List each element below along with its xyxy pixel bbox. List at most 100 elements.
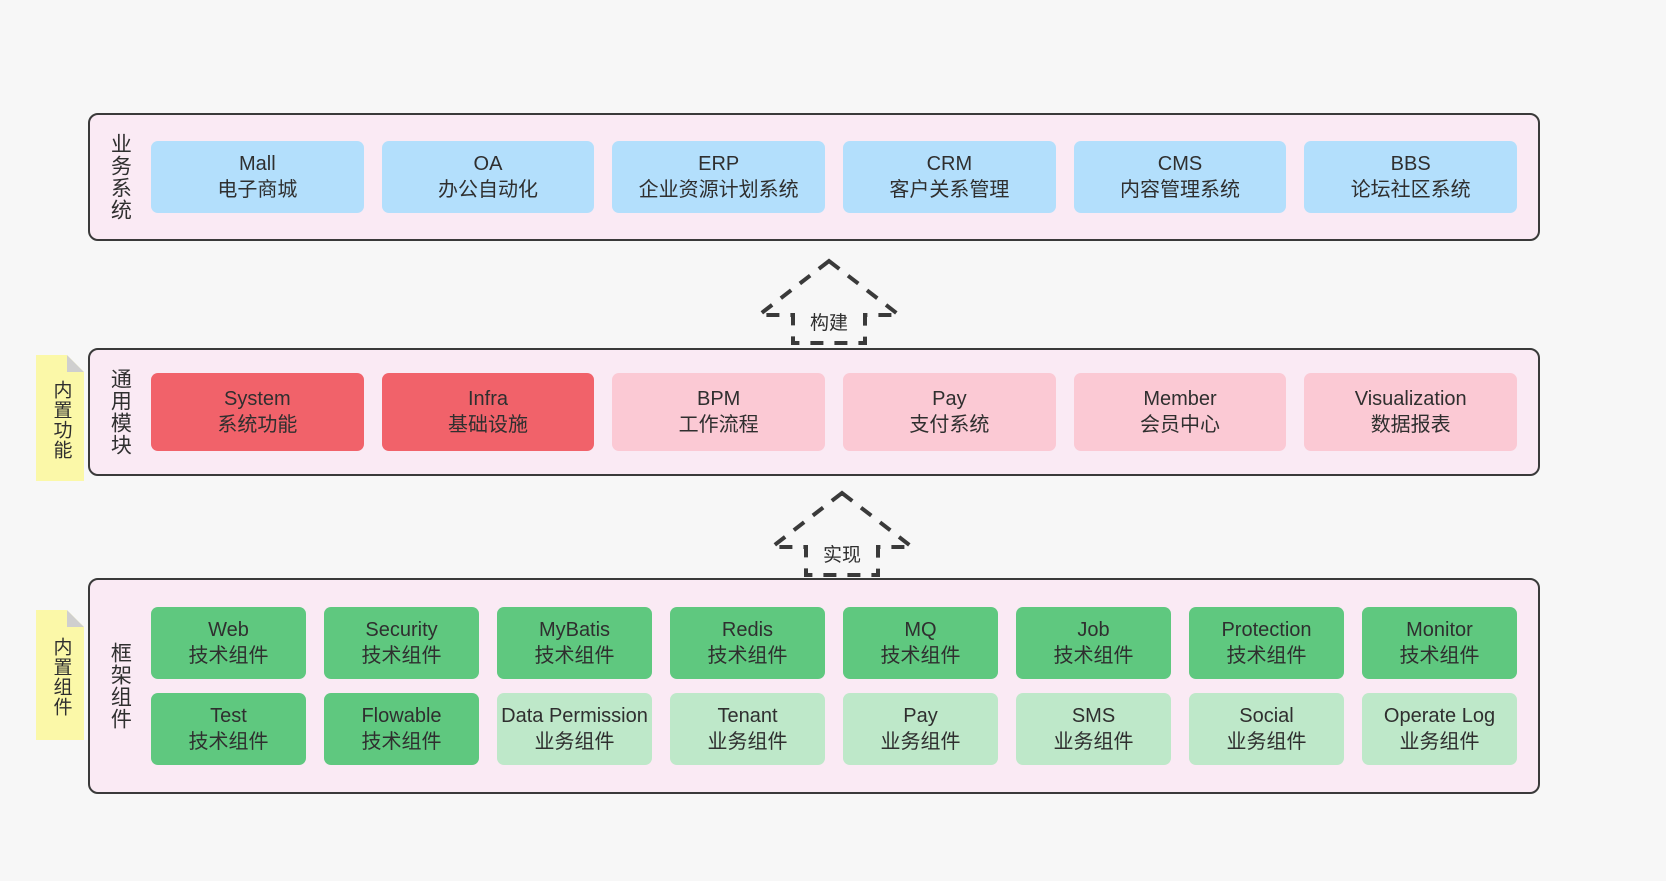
cell: Tenant 业务组件 [661,693,834,765]
layer-business-system: 业务系统 Mall 电子商城 OA 办公自动化 ERP [88,113,1540,241]
sticky-note-label: 内置组件 [50,637,72,717]
module-subtitle: 会员中心 [1140,414,1221,436]
component-box-job[interactable]: Job 技术组件 [1016,607,1171,679]
component-subtitle: 技术组件 [361,645,442,667]
component-box-security[interactable]: Security 技术组件 [324,607,479,679]
component-box-mybatis[interactable]: MyBatis 技术组件 [497,607,652,679]
component-box-mq[interactable]: MQ 技术组件 [843,607,998,679]
module-box-system[interactable]: System 系统功能 [151,373,364,451]
module-subtitle: 支付系统 [909,414,990,436]
component-subtitle: 业务组件 [1226,731,1307,753]
sticky-note-label: 内置功能 [50,380,72,460]
component-name: Monitor [1406,618,1473,641]
component-box-test[interactable]: Test 技术组件 [151,693,306,765]
component-subtitle: 技术组件 [188,731,269,753]
row: Test 技术组件 Flowable 技术组件 Data Permission … [142,693,1526,765]
module-box-oa[interactable]: OA 办公自动化 [381,141,595,213]
component-box-redis[interactable]: Redis 技术组件 [670,607,825,679]
component-box-tenant[interactable]: Tenant 业务组件 [670,693,825,765]
module-subtitle: 内容管理系统 [1120,179,1241,201]
component-name: MyBatis [538,618,611,641]
component-box-protection[interactable]: Protection 技术组件 [1189,607,1344,679]
layer-body-common-modules: System 系统功能 Infra 基础设施 BPM 工作流程 [136,360,1526,464]
cell: Security 技术组件 [315,607,488,679]
component-name: Tenant [717,704,778,727]
module-box-pay[interactable]: Pay 支付系统 [843,373,1056,451]
module-subtitle: 基础设施 [448,414,528,436]
component-name: Redis [721,618,774,641]
cell: Social 业务组件 [1180,693,1353,765]
module-box-bbs[interactable]: BBS 论坛社区系统 [1304,141,1518,213]
component-subtitle: 业务组件 [534,731,615,753]
module-subtitle: 电子商城 [217,179,298,201]
module-subtitle: 办公自动化 [438,179,538,201]
component-subtitle: 业务组件 [707,731,788,753]
cell: CMS 内容管理系统 [1065,141,1296,213]
component-name: Job [1077,618,1110,641]
row: System 系统功能 Infra 基础设施 BPM 工作流程 [142,373,1526,451]
module-box-visualization[interactable]: Visualization 数据报表 [1304,373,1518,451]
module-name: System [223,387,291,410]
component-box-sms[interactable]: SMS 业务组件 [1016,693,1171,765]
component-box-operate-log[interactable]: Operate Log 业务组件 [1362,693,1517,765]
component-name: Operate Log [1383,704,1496,727]
cell: CRM 客户关系管理 [834,141,1065,213]
module-box-bpm[interactable]: BPM 工作流程 [612,373,826,451]
layer-body-framework-components: Web 技术组件 Security 技术组件 MyBatis 技术组件 [136,590,1526,782]
cell: Pay 业务组件 [834,693,1007,765]
component-name: Web [208,618,249,641]
component-subtitle: 业务组件 [1053,731,1134,753]
module-box-member[interactable]: Member 会员中心 [1073,373,1287,451]
cell: Protection 技术组件 [1180,607,1353,679]
component-name: SMS [1071,704,1116,727]
component-box-web[interactable]: Web 技术组件 [151,607,306,679]
layer-common-modules: 通用模块 System 系统功能 Infra 基础设施 [88,348,1540,476]
module-subtitle: 工作流程 [678,414,759,436]
module-box-crm[interactable]: CRM 客户关系管理 [843,141,1056,213]
sticky-note-builtin-function: 内置功能 [36,355,84,481]
cell: Pay 支付系统 [834,373,1065,451]
module-subtitle: 系统功能 [217,414,298,436]
layer-framework-components: 框架组件 Web 技术组件 Security 技术组件 [88,578,1540,794]
module-name: CRM [926,152,973,175]
cell: Operate Log 业务组件 [1353,693,1526,765]
layer-title-framework-components: 框架组件 [108,642,132,730]
arrow-implement-label: 实现 [822,545,861,566]
module-box-cms[interactable]: CMS 内容管理系统 [1073,141,1287,213]
module-box-infra[interactable]: Infra 基础设施 [381,373,595,451]
cell: System 系统功能 [142,373,373,451]
module-subtitle: 数据报表 [1370,414,1451,436]
component-box-social[interactable]: Social 业务组件 [1189,693,1344,765]
module-name: Pay [932,387,967,410]
layer-title-common-modules: 通用模块 [108,368,132,456]
component-name: Flowable [361,704,442,727]
component-subtitle: 技术组件 [880,645,961,667]
sticky-fold-corner-icon [67,355,84,372]
arrow-build-label: 构建 [809,313,848,334]
cell: ERP 企业资源计划系统 [603,141,834,213]
component-box-flowable[interactable]: Flowable 技术组件 [324,693,479,765]
module-box-erp[interactable]: ERP 企业资源计划系统 [612,141,826,213]
module-name: Member [1143,387,1217,410]
cell: SMS 业务组件 [1007,693,1180,765]
row: Web 技术组件 Security 技术组件 MyBatis 技术组件 [142,607,1526,679]
cell: Infra 基础设施 [373,373,604,451]
module-box-mall[interactable]: Mall 电子商城 [151,141,364,213]
component-box-data-permission[interactable]: Data Permission 业务组件 [497,693,652,765]
component-subtitle: 技术组件 [1226,645,1307,667]
cell: OA 办公自动化 [373,141,604,213]
component-name: Test [210,704,247,727]
component-subtitle: 业务组件 [1399,731,1480,753]
component-subtitle: 技术组件 [707,645,788,667]
cell: Mall 电子商城 [142,141,373,213]
component-subtitle: 技术组件 [534,645,615,667]
module-name: Infra [467,387,509,410]
cell: Redis 技术组件 [661,607,834,679]
module-name: ERP [698,152,740,175]
sticky-note-builtin-component: 内置组件 [36,610,84,740]
component-box-pay[interactable]: Pay 业务组件 [843,693,998,765]
component-box-monitor[interactable]: Monitor 技术组件 [1362,607,1517,679]
module-name: Visualization [1354,387,1467,410]
cell: Job 技术组件 [1007,607,1180,679]
